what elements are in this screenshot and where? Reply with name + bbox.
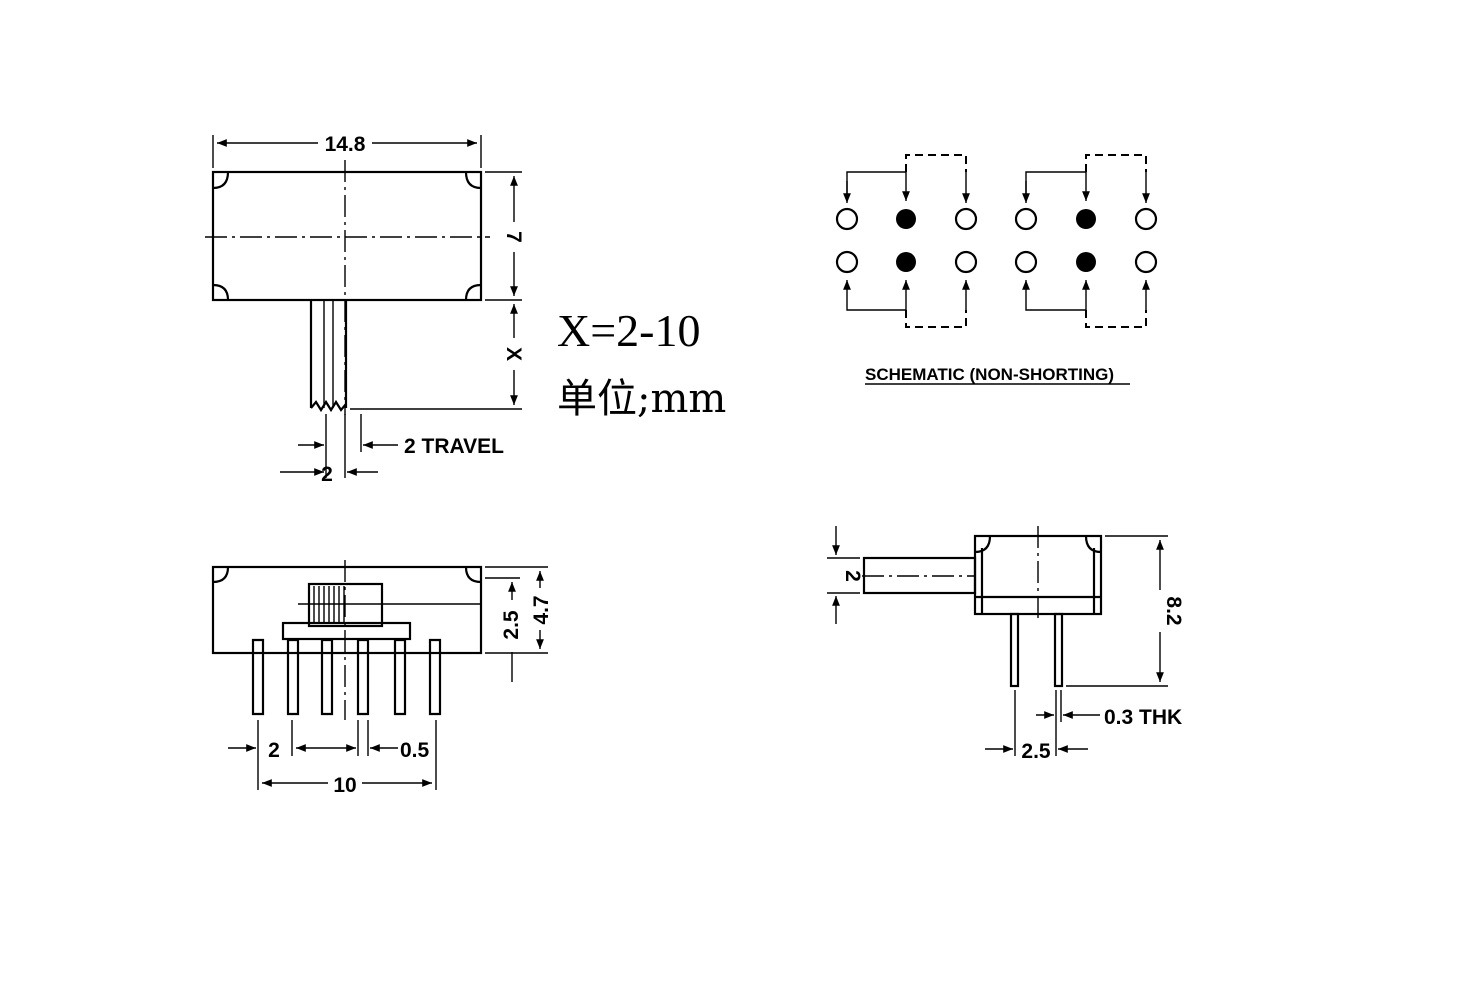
contact-common	[1076, 252, 1096, 272]
contact-common	[896, 209, 916, 229]
dim-pin-w: 0.5	[400, 739, 430, 762]
contact-open	[835, 207, 859, 231]
contact-open	[1134, 207, 1158, 231]
schematic: SCHEMATIC (NON-SHORTING)	[835, 154, 1158, 385]
dim-thk: 0.3 THK	[1104, 706, 1182, 729]
front-body	[211, 565, 483, 655]
dim-actuator: 2	[841, 570, 864, 582]
note-unit: 单位;mm	[557, 376, 726, 422]
dim-pin-pitch: 2	[268, 739, 280, 762]
corner-notches	[212, 171, 482, 301]
pins	[251, 638, 442, 716]
side-view: 2 8.2 0.3 THK 2.5	[827, 526, 1185, 763]
dim-row-pitch: 2.5	[1021, 740, 1051, 763]
side-pin	[1053, 612, 1064, 688]
dim-travel: 2 TRAVEL	[404, 435, 504, 458]
contact-common	[1076, 209, 1096, 229]
dim-x: X	[502, 347, 525, 361]
contact-open	[954, 207, 978, 231]
contact-open	[954, 250, 978, 274]
dim-height: 7	[502, 231, 525, 243]
top-body	[211, 170, 483, 302]
front-view: 2.5 4.7 2 0.5 10	[211, 560, 553, 797]
contact-common	[896, 252, 916, 272]
contact-open	[1014, 250, 1038, 274]
contact-open	[835, 250, 859, 274]
dim-body-h: 2.5	[500, 610, 523, 640]
dim-total-h: 4.7	[530, 595, 553, 624]
slider-knob	[307, 582, 384, 628]
dim-pin-span: 10	[333, 774, 356, 797]
mount-plate	[281, 621, 412, 641]
dim-side-h: 8.2	[1162, 596, 1185, 625]
top-view: 14.8 7 X 2 TRAVEL 2	[205, 133, 525, 486]
top-actuator	[309, 300, 348, 408]
dim-pitch-top: 2	[321, 463, 333, 486]
contact-open	[1014, 207, 1038, 231]
side-pin	[1009, 612, 1020, 688]
contact-open	[1134, 250, 1158, 274]
dim-width: 14.8	[325, 133, 366, 156]
note-x-range: X=2-10	[557, 305, 700, 356]
schematic-label: SCHEMATIC (NON-SHORTING)	[865, 365, 1114, 384]
